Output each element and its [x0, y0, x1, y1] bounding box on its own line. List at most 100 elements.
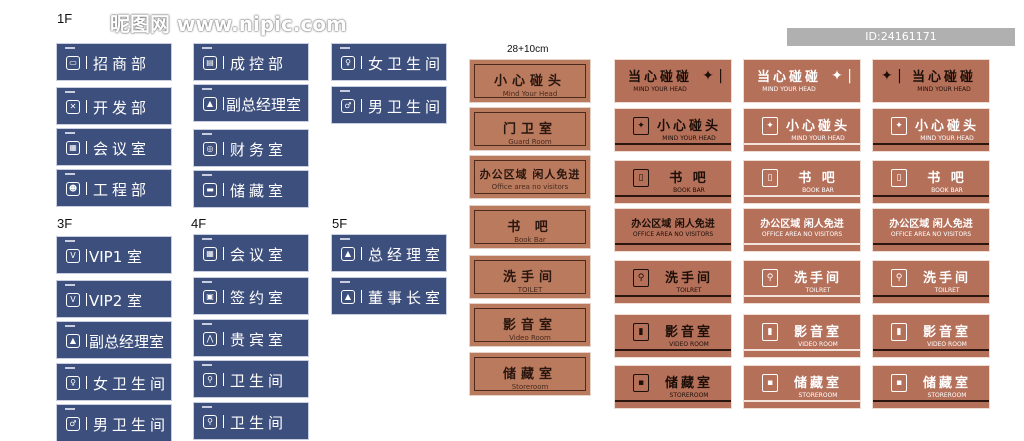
blue-sign: ▦ 会议室 [194, 235, 308, 271]
sign-subtitle: STOREROOM [798, 392, 838, 399]
storage-icon: ▪ [762, 374, 778, 392]
blue-sign: ⚲卫生间 [194, 403, 308, 439]
tools-icon: ✕ [66, 100, 80, 114]
blue-sign: ▬储藏室 [194, 171, 308, 207]
sign-subtitle: TOILRET [676, 287, 702, 294]
blue-sign: ▤成控部 [194, 44, 308, 80]
female-icon: ♀ [341, 56, 355, 70]
meeting-icon: ▦ [203, 247, 217, 261]
sign-subtitle: Office area no visitors [491, 183, 569, 191]
sign-title: 书 吧 [927, 171, 967, 186]
divider [86, 182, 87, 195]
blue-sign: ▲副总经理室 [57, 322, 171, 358]
sign-label: 贵宾室 [230, 331, 288, 349]
sign-subtitle: Storeroom [511, 383, 549, 391]
sign-subtitle: TOILRET [934, 287, 960, 294]
sign-subtitle: STOREROOM [927, 392, 967, 399]
bottom-stripe [873, 400, 989, 402]
divider [223, 373, 224, 386]
sign-label: 会议室 [230, 246, 288, 264]
sign-subtitle: VIDEO ROOM [669, 341, 709, 348]
logo-mark [202, 88, 212, 90]
sign-label: 开发部 [93, 99, 151, 117]
divider [86, 417, 87, 430]
logo-mark [202, 323, 212, 325]
divider [361, 56, 362, 69]
logo-mark [202, 47, 212, 49]
sign-title: 办公区域 闲人免进 [760, 219, 844, 230]
restroom-icon: ⚲ [203, 373, 217, 387]
bottom-stripe [615, 400, 731, 402]
logo-mark [202, 364, 212, 366]
sign-title: 储藏室 [502, 367, 557, 382]
contract-icon: ▣ [203, 290, 217, 304]
sign-title: 办公区域 闲人免进 [631, 219, 715, 230]
blue-sign: ▲总经理室 [332, 235, 446, 271]
logo-mark [202, 174, 212, 176]
logo-mark [202, 238, 212, 240]
bottom-stripe [744, 400, 860, 402]
logo-mark [202, 281, 212, 283]
sign-label: 工程部 [93, 181, 151, 199]
sign-title: 洗手间 [922, 271, 971, 286]
sign-label: 招商部 [93, 55, 151, 73]
bottom-stripe [873, 143, 989, 145]
blue-sign: ▲副总经理室 [194, 85, 308, 121]
sign-title: 小心碰头 [914, 119, 979, 134]
blue-sign: ◎财务室 [194, 130, 308, 166]
bottom-stripe [744, 295, 860, 297]
vip-icon: V [66, 249, 80, 263]
bottom-stripe [615, 143, 731, 145]
sign-label: 卫生间 [230, 414, 288, 432]
head-bump-icon: ✦ [891, 117, 907, 135]
sign-label: 成控部 [230, 55, 288, 73]
blue-sign: ♀女卫生间 [332, 44, 446, 80]
logo-mark [202, 406, 212, 408]
blue-sign: ♂男卫生间 [332, 87, 446, 123]
divider [223, 183, 224, 196]
sign-subtitle: Video Room [509, 334, 551, 342]
sign-title: 储藏室 [922, 376, 971, 391]
sign-title: 办公区域 闲人免进 [479, 168, 581, 181]
sign-subtitle: MIND YOUR HEAD [917, 86, 971, 93]
head-bump-icon: ✦ | [831, 68, 852, 84]
sign-subtitle: Guard Room [508, 138, 552, 146]
restroom-icon: ⚲ [891, 269, 907, 287]
logo-mark [65, 325, 75, 327]
sign-title: 影音室 [922, 325, 971, 340]
male-icon: ♂ [66, 417, 80, 431]
speaker-icon: ▮ [891, 323, 907, 341]
sign-title: 当心碰碰 [627, 70, 692, 85]
blue-sign: ♂男卫生间 [57, 405, 171, 441]
bottom-stripe [744, 243, 860, 245]
sign-title: 门卫室 [502, 122, 557, 137]
sign-title: 办公区域 闲人免进 [889, 219, 973, 230]
logo-mark [65, 47, 75, 49]
blue-sign: ▣签约室 [194, 278, 308, 314]
bottom-stripe [873, 195, 989, 197]
bottom-stripe [744, 349, 860, 351]
sign-subtitle: BOOK BAR [802, 187, 834, 194]
bottom-stripe [873, 243, 989, 245]
sign-subtitle: MIND YOUR HEAD [662, 135, 716, 142]
restroom-icon: ⚲ [633, 269, 649, 287]
vip-icon: V [66, 293, 80, 307]
sign-title: 小心碰头 [493, 74, 566, 89]
